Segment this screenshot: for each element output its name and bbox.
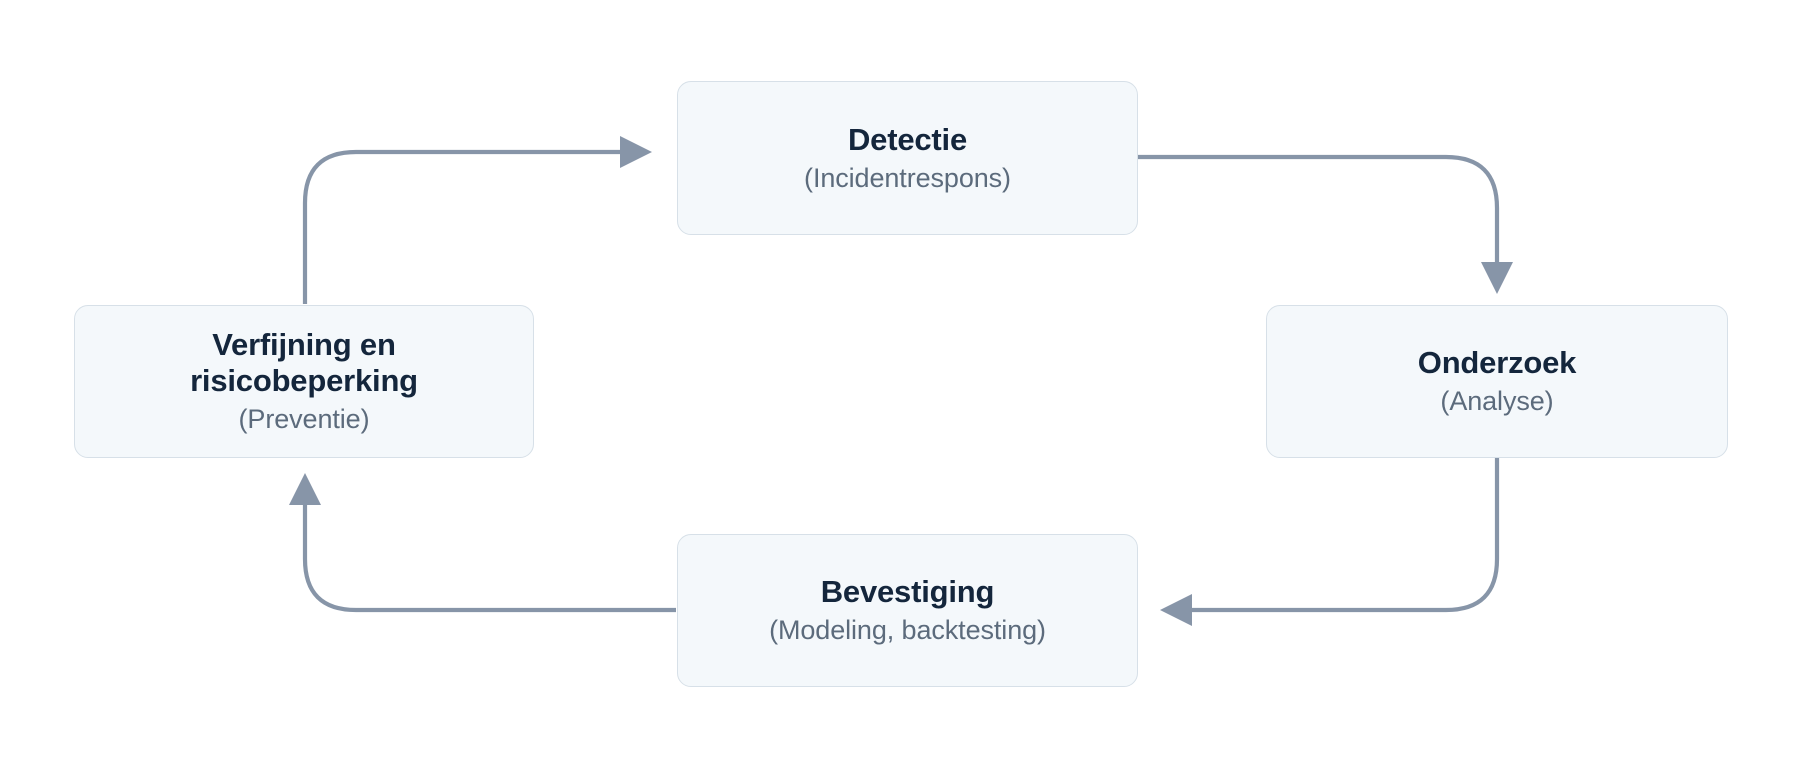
node-detectie-title: Detectie xyxy=(847,121,967,157)
arrowhead-down-icon xyxy=(1481,262,1513,294)
node-bevestiging-title: Bevestiging xyxy=(820,574,995,610)
node-verfijning-title: Verfijning en risicobeperking xyxy=(190,327,418,399)
node-detectie-subtitle: (Incidentrespons) xyxy=(804,162,1011,193)
edge-bevestiging-to-verfijning xyxy=(289,473,676,613)
node-onderzoek-title: Onderzoek xyxy=(1417,345,1577,381)
node-verfijning[interactable]: Verfijning en risicobeperking (Preventie… xyxy=(74,305,534,458)
node-verfijning-subtitle: (Preventie) xyxy=(238,404,370,435)
arrowhead-left-icon xyxy=(1160,594,1192,626)
node-verfijning-title-line-1: Verfijning en xyxy=(212,327,396,363)
node-onderzoek-subtitle: (Analyse) xyxy=(1440,386,1554,417)
node-bevestiging-subtitle: (Modeling, backtesting) xyxy=(769,615,1046,646)
arrowhead-up-icon xyxy=(289,473,321,505)
node-detectie[interactable]: Detectie (Incidentrespons) xyxy=(677,81,1138,235)
node-onderzoek[interactable]: Onderzoek (Analyse) xyxy=(1266,305,1728,458)
arrowhead-right-icon xyxy=(620,136,652,168)
edge-onderzoek-to-bevestiging xyxy=(1160,458,1500,626)
node-bevestiging[interactable]: Bevestiging (Modeling, backtesting) xyxy=(677,534,1138,687)
edge-verfijning-to-detectie xyxy=(302,136,652,304)
node-verfijning-title-line-2: risicobeperking xyxy=(190,363,418,399)
edge-detectie-to-onderzoek xyxy=(1138,154,1513,294)
